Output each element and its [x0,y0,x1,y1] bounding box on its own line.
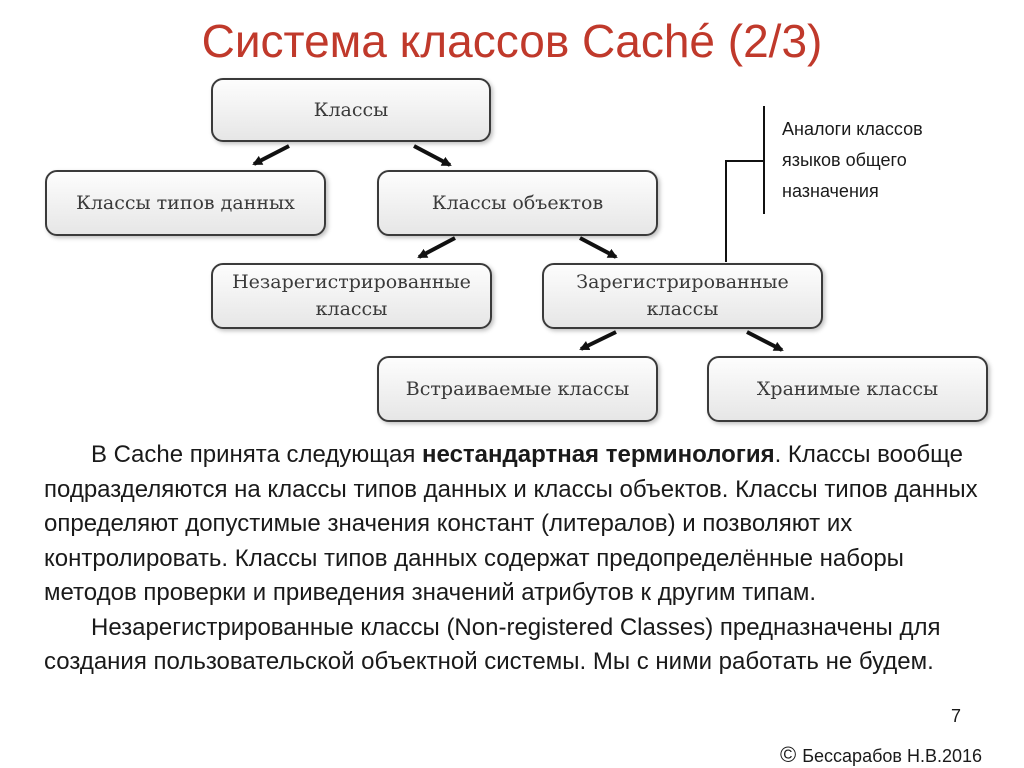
arrow-object-to-registered [579,236,618,259]
arrow-object-to-unregistered [417,236,456,259]
annotation-text: Аналоги классов языков общего назначения [782,114,1002,207]
paragraph-terminology: В Cache принята следующая нестандартная … [44,438,979,611]
page-number: 7 [951,706,962,726]
node-registered-classes-label: Зарегистрированные классы [576,271,789,320]
node-unregistered-classes-label: Незарегистрированные классы [232,271,471,320]
node-embedded-classes: Встраиваемые классы [377,356,658,422]
p1-bold-term: нестандартная терминология [422,441,775,468]
p1-before: В Cache принята следующая [91,441,423,468]
node-classes-label: Классы [313,98,389,121]
slide-title: Система классов Caché (2/3) [201,15,823,67]
annotation-line: языков общего [782,150,907,170]
node-datatype-classes: Классы типов данных [45,170,326,236]
node-registered-classes: Зарегистрированные классы [542,263,823,329]
node-object-classes-label: Классы объектов [431,191,604,214]
node-unregistered-classes: Незарегистрированные классы [211,263,492,329]
arrow-registered-to-persistent [746,330,784,352]
p1-after: . Классы вообще подразделяются на классы… [44,441,978,606]
author: Бессарабов Н.В.2016 [802,746,983,766]
body-text: В Cache принята следующая нестандартная … [44,438,979,680]
node-embedded-classes-label: Встраиваемые классы [405,377,630,400]
copyright-icon: © [780,742,797,767]
node-object-classes: Классы объектов [377,170,658,236]
node-persistent-classes: Хранимые классы [707,356,988,422]
footer: ©Бессарабов Н.В.2016 [780,742,982,768]
annotation-line: назначения [782,181,879,201]
arrow-classes-to-object [413,144,452,167]
node-persistent-classes-label: Хранимые классы [756,377,939,400]
node-datatype-classes-label: Классы типов данных [76,191,295,214]
arrow-classes-to-datatype [252,144,290,166]
node-classes: Классы [211,78,491,142]
arrow-registered-to-embedded [579,330,617,351]
paragraph-unregistered: Незарегистрированные классы (Non-registe… [44,613,941,676]
annotation-line: Аналоги классов [782,119,923,139]
annotation-bracket [725,160,764,262]
